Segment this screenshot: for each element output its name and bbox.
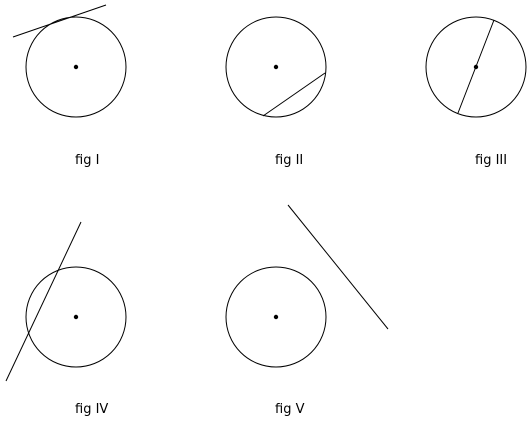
center-point [73,64,79,70]
figure-4: fig IV [5,221,127,417]
figure-label: fig IV [75,402,108,417]
external-line [287,204,389,330]
center-point [273,314,279,320]
circle [225,266,327,368]
circle [25,16,127,118]
center-point [273,64,279,70]
secant-line [5,221,82,382]
tangent-line [12,4,107,38]
circle [25,266,127,368]
diameter-line [457,19,495,114]
figure-label: fig III [475,153,507,168]
circle [225,16,327,118]
figure-label: fig I [75,153,99,168]
center-point [73,314,79,320]
figure-label: fig II [275,153,303,168]
figure-2: fig II [225,16,327,168]
figure-1: fig I [12,4,127,168]
figure-5: fig V [225,204,389,417]
figure-label: fig V [275,402,305,417]
chord-line [262,72,326,117]
figure-3: fig III [425,16,527,168]
circle [425,16,527,118]
